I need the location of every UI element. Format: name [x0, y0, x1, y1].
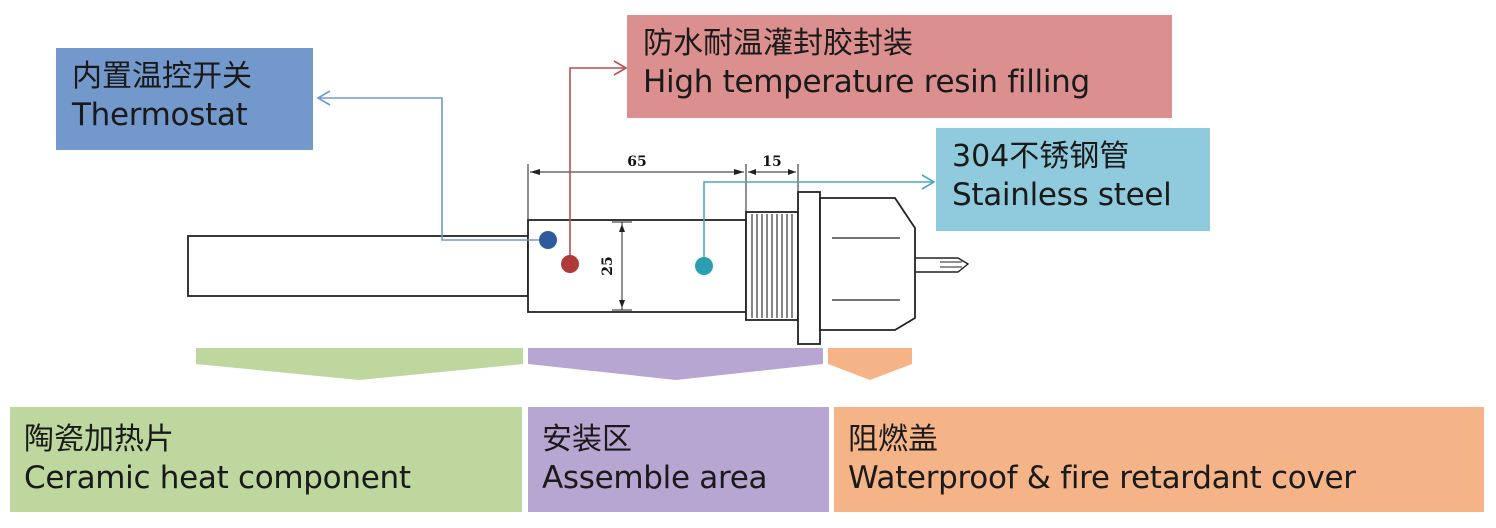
cover-label-en: Waterproof & fire retardant cover	[848, 459, 1356, 496]
steel-label-en: Stainless steel	[952, 176, 1172, 213]
ceramic-section-arrow	[196, 348, 523, 380]
cover-label-zh: 阻燃盖	[848, 422, 938, 457]
thermostat-label-en: Thermostat	[72, 96, 248, 133]
dim-thread-length: 15	[762, 154, 781, 170]
dimension-lines	[527, 164, 799, 311]
ceramic-element	[187, 235, 529, 297]
heater-outline	[187, 191, 970, 345]
cover-section-box: 阻燃盖 Waterproof & fire retardant cover	[834, 407, 1484, 512]
resin-label-zh: 防水耐温灌封胶封装	[643, 26, 913, 61]
assemble-section-arrow	[528, 348, 823, 380]
steel-callout: 304不锈钢管 Stainless steel	[936, 128, 1210, 231]
thermostat-marker	[539, 231, 557, 249]
resin-leader	[569, 67, 624, 264]
thermostat-label-zh: 内置温控开关	[72, 59, 252, 94]
cover-body	[819, 197, 916, 331]
resin-callout: 防水耐温灌封胶封装 High temperature resin filling	[627, 15, 1172, 118]
ceramic-section-box: 陶瓷加热片 Ceramic heat component	[10, 407, 522, 512]
ceramic-label-zh: 陶瓷加热片	[24, 422, 174, 457]
assemble-label-zh: 安装区	[542, 422, 632, 457]
lead-wires	[915, 257, 970, 273]
thermostat-callout: 内置温控开关 Thermostat	[56, 48, 313, 150]
thermostat-leader	[320, 97, 548, 241]
thread-lines	[751, 214, 793, 318]
assemble-section-box: 安装区 Assemble area	[528, 407, 829, 512]
resin-label-en: High temperature resin filling	[643, 63, 1090, 100]
steel-marker	[695, 257, 713, 275]
assemble-label-en: Assemble area	[542, 459, 768, 496]
dim-tube-length: 65	[627, 154, 646, 170]
ceramic-label-en: Ceramic heat component	[24, 459, 411, 496]
steel-leader	[703, 181, 932, 266]
resin-marker	[561, 255, 579, 273]
cover-section-arrow	[828, 348, 912, 380]
steel-tube	[527, 219, 747, 313]
flange	[797, 191, 821, 345]
steel-label-zh: 304不锈钢管	[952, 139, 1130, 174]
dim-diameter: 25	[600, 256, 616, 275]
